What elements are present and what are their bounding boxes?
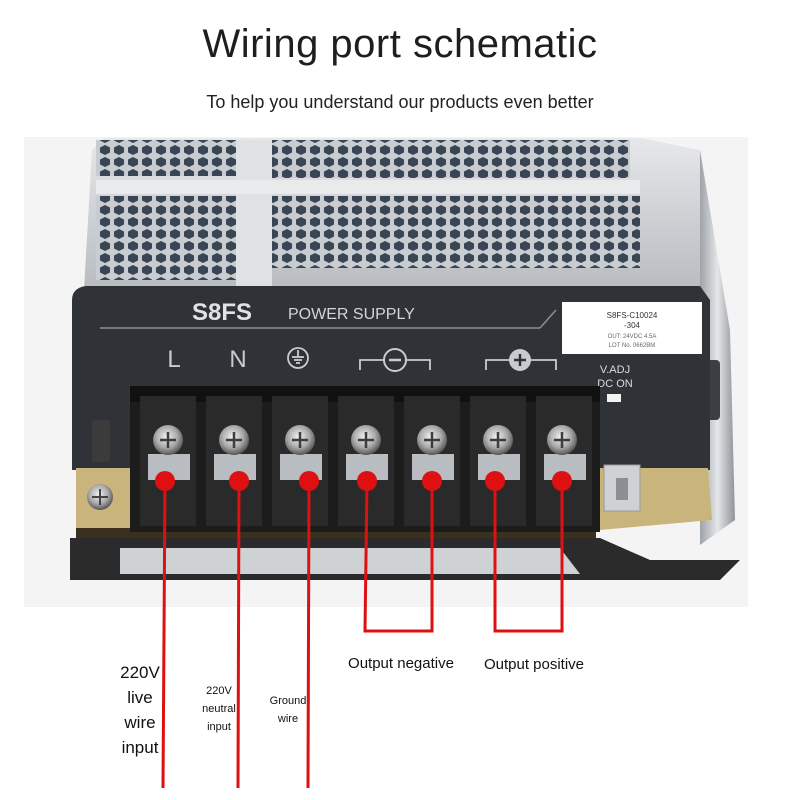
marker-live bbox=[155, 471, 175, 491]
rating-sticker bbox=[562, 302, 702, 354]
terminal-block bbox=[130, 386, 600, 532]
rating-line-1: S8FS-C10024 bbox=[607, 311, 658, 320]
wiring-callouts bbox=[161, 480, 564, 789]
output-positive-label: Output positive bbox=[483, 656, 585, 673]
output-positive-bracket bbox=[493, 481, 564, 633]
live-wire-line bbox=[161, 480, 167, 789]
marker-ground bbox=[299, 471, 319, 491]
marker-positive-1 bbox=[485, 471, 505, 491]
live-line-1: 220V bbox=[120, 663, 160, 682]
product-name-text: POWER SUPPLY bbox=[288, 306, 415, 323]
dc-on-led bbox=[607, 394, 621, 402]
live-line-4: input bbox=[121, 738, 159, 757]
neutral-wire-label: 220V neutral input bbox=[196, 682, 242, 736]
terminal-markers bbox=[155, 471, 572, 491]
rating-line-2: -304 bbox=[624, 321, 641, 330]
marker-positive-2 bbox=[552, 471, 572, 491]
vadj-label: V.ADJ bbox=[600, 364, 630, 376]
ground-wire-line bbox=[306, 480, 311, 789]
neutral-line-3: input bbox=[207, 721, 231, 733]
housing-top bbox=[84, 138, 700, 290]
plus-icon bbox=[485, 349, 557, 371]
ground-line-2: wire bbox=[277, 713, 299, 725]
live-line-2: live bbox=[127, 688, 153, 707]
marker-negative-1 bbox=[357, 471, 377, 491]
terminal-n-label: N bbox=[229, 346, 246, 373]
terminal-screws bbox=[148, 425, 586, 480]
neutral-line-2: neutral bbox=[202, 703, 236, 715]
model-text: S8FS bbox=[192, 299, 252, 326]
output-negative-label: Output negative bbox=[348, 655, 454, 672]
neutral-wire-line bbox=[236, 480, 241, 789]
rating-line-4: LOT No. 0662BM bbox=[609, 343, 656, 349]
ground-line-1: Ground bbox=[269, 695, 307, 707]
live-line-3: wire bbox=[124, 713, 156, 732]
terminal-l-label: L bbox=[167, 346, 180, 373]
minus-icon bbox=[359, 348, 431, 372]
neutral-line-1: 220V bbox=[206, 685, 232, 697]
ground-wire-label: Ground wire bbox=[266, 692, 310, 728]
page-title: Wiring port schematic bbox=[202, 22, 598, 66]
dcon-label: DC ON bbox=[597, 378, 633, 390]
marker-neutral bbox=[229, 471, 249, 491]
rating-line-3: OUT: 24VDC 4.5A bbox=[608, 334, 657, 340]
ground-icon bbox=[287, 347, 309, 369]
output-negative-bracket bbox=[363, 480, 434, 633]
marker-negative-2 bbox=[422, 471, 442, 491]
page-subtitle: To help you understand our products even… bbox=[206, 92, 594, 112]
live-wire-label: 220V live wire input bbox=[112, 660, 168, 760]
